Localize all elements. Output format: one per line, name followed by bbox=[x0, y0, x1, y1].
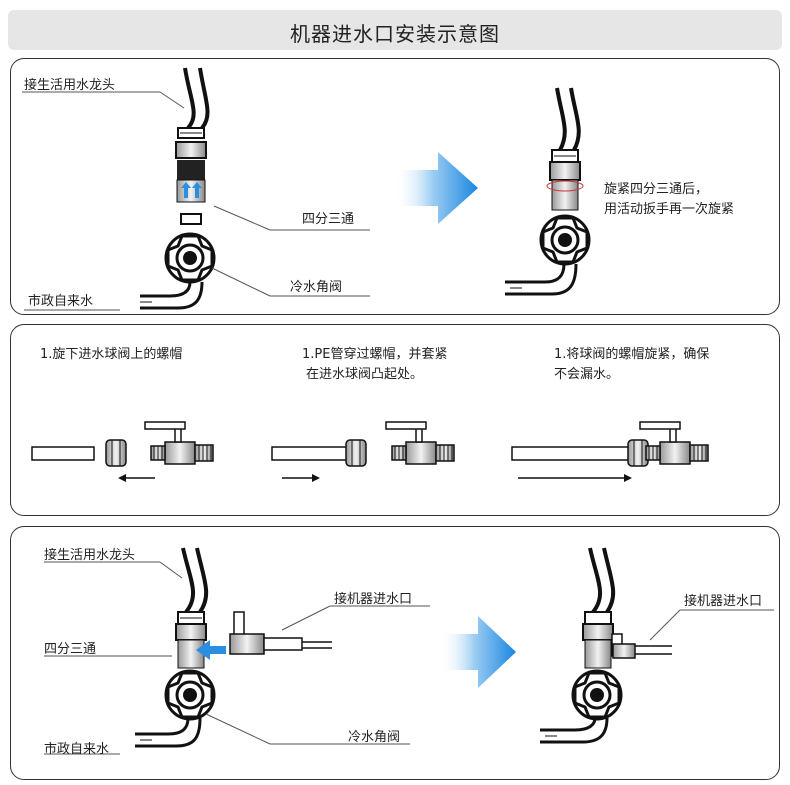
panel-pe-pipe-steps bbox=[10, 324, 780, 516]
step2-text-line1: 1.PE管穿过螺帽，并套紧 bbox=[302, 347, 448, 362]
leader-lines-p3-left bbox=[44, 561, 430, 755]
faucet-hose-left bbox=[183, 67, 210, 130]
step1-illustration bbox=[31, 421, 214, 482]
p3-inlet-label-right: 接机器进水口 bbox=[684, 594, 763, 609]
angle-valve-p3-left bbox=[164, 669, 216, 721]
panel-machine-connection bbox=[10, 526, 780, 780]
tighten-note-line2: 用活动扳手再一次旋紧 bbox=[604, 202, 735, 217]
faucet-hose-p3-left bbox=[181, 547, 209, 614]
p3-supply-label: 市政自来水 bbox=[44, 742, 110, 757]
p3-inlet-label: 接机器进水口 bbox=[334, 592, 413, 607]
step3-text-line2: 不会漏水。 bbox=[554, 367, 620, 382]
p3-faucet-label: 接生活用水龙头 bbox=[44, 548, 136, 563]
faucet-hose-p3-right bbox=[588, 547, 616, 614]
step2-illustration bbox=[271, 421, 455, 482]
tee-fitting-p3-right bbox=[582, 611, 672, 669]
angle-valve-left bbox=[164, 232, 216, 284]
p3-tee-label: 四分三通 bbox=[44, 642, 97, 657]
faucet-label: 接生活用水龙头 bbox=[24, 78, 116, 93]
machine-inlet-valve-left bbox=[196, 611, 332, 660]
supply-pipe-p3-left bbox=[135, 717, 202, 748]
tee-fitting-right bbox=[546, 149, 584, 211]
blue-arrow-p3 bbox=[440, 616, 516, 688]
diagram-title: 机器进水口安装示意图 bbox=[290, 22, 500, 46]
leader-line-p3-right bbox=[649, 609, 774, 641]
title-bar: 机器进水口安装示意图 bbox=[8, 10, 782, 50]
tighten-note-line1: 旋紧四分三通后， bbox=[604, 182, 709, 197]
step3-illustration bbox=[511, 421, 709, 482]
supply-pipe-right bbox=[505, 263, 578, 296]
step1-text: 1.旋下进水球阀上的螺帽 bbox=[40, 347, 183, 362]
tee-fitting-left bbox=[175, 127, 207, 225]
faucet-hose-right bbox=[555, 87, 581, 151]
step2-text-line2: 在进水球阀凸起处。 bbox=[306, 367, 424, 382]
angle-valve-right bbox=[539, 214, 591, 266]
leader-lines-p1 bbox=[22, 91, 370, 311]
angle-valve-label: 冷水角阀 bbox=[290, 280, 343, 295]
p3-valve-label: 冷水角阀 bbox=[348, 730, 401, 745]
supply-pipe-left bbox=[140, 281, 204, 310]
step3-text-line1: 1.将球阀的螺帽旋紧，确保 bbox=[554, 347, 710, 362]
tee-label: 四分三通 bbox=[302, 212, 355, 227]
supply-label: 市政自来水 bbox=[28, 294, 94, 309]
tee-fitting-p3-left bbox=[175, 611, 207, 669]
supply-pipe-p3-right bbox=[540, 717, 609, 744]
blue-arrow-p1 bbox=[395, 152, 478, 224]
angle-valve-p3-right bbox=[571, 669, 623, 721]
